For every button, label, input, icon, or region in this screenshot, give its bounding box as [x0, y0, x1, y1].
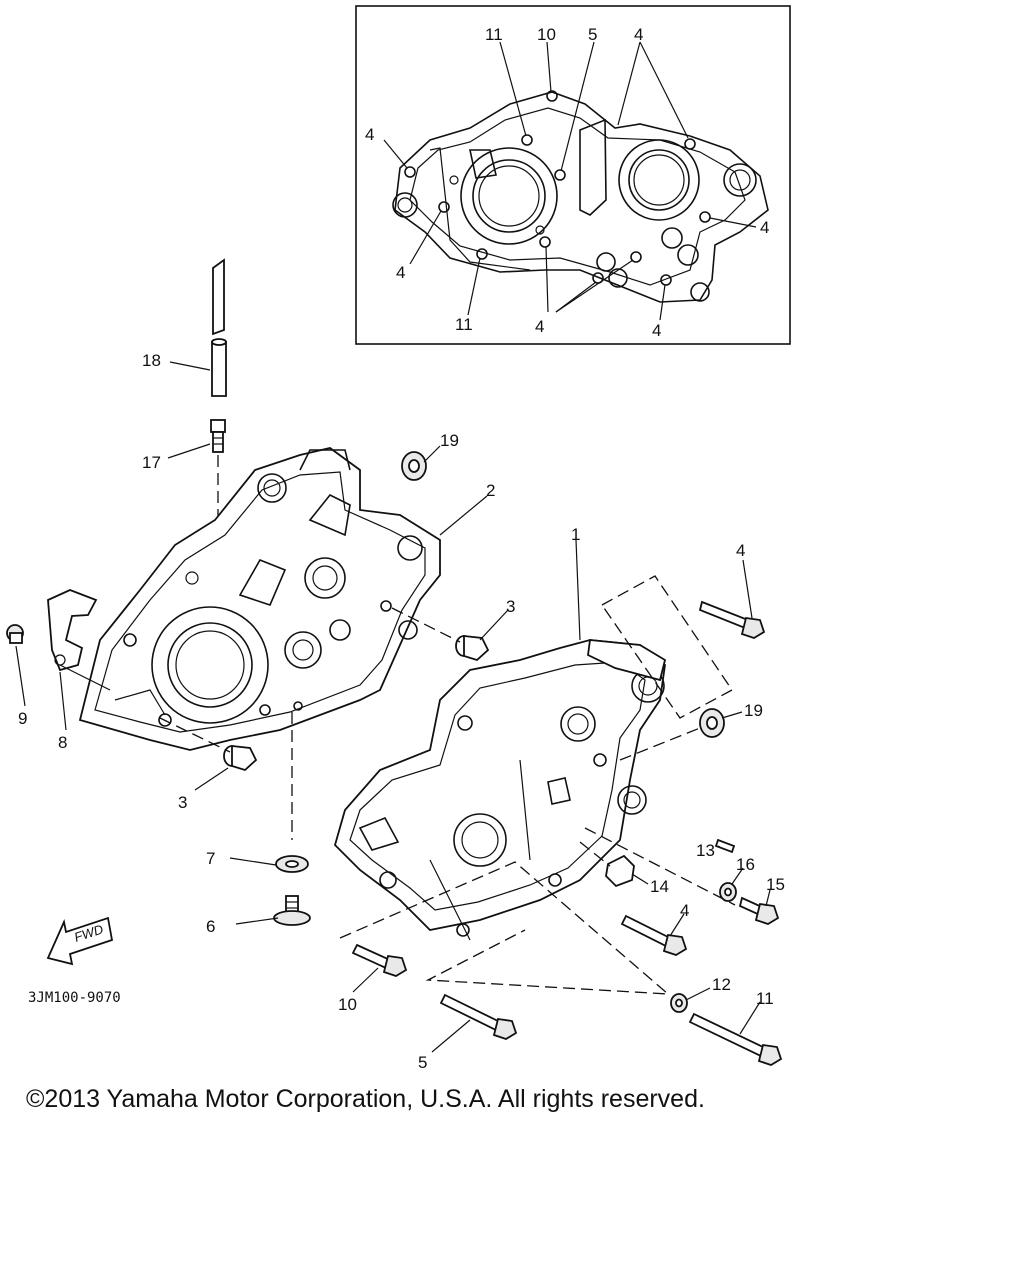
inset-callout-11-top: 11: [485, 25, 503, 44]
right-crankcase-half: [333, 639, 736, 941]
inset-callout-4-left: 4: [365, 125, 374, 144]
inset-callout-5: 5: [588, 25, 597, 44]
part-washer-16: [719, 882, 737, 902]
part-bolt-10: [351, 943, 408, 977]
callout-1: 1: [571, 525, 580, 544]
leader-lines: [15, 361, 771, 1053]
inset-callout-4-bottom: 4: [535, 317, 544, 336]
callout-3-upper: 3: [506, 597, 515, 616]
left-crankcase-half: [78, 447, 441, 840]
callout-8: 8: [58, 733, 67, 752]
diagram-code: 3JM100-9070: [28, 990, 121, 1006]
inset-callout-11-bottom: 11: [455, 315, 473, 334]
callout-2: 2: [486, 481, 495, 500]
callout-19-lower: 19: [744, 701, 763, 720]
part-bolt-5: [439, 993, 518, 1040]
callout-17: 17: [142, 453, 161, 472]
part-washer-7: [275, 855, 309, 873]
part-bolt-11: [688, 1012, 783, 1066]
inset-callout-4-right: 4: [760, 218, 769, 237]
part-damper-14: [579, 841, 635, 888]
guide-frame-upper: [601, 575, 733, 719]
callout-7: 7: [206, 849, 215, 868]
part-washer-12: [670, 993, 688, 1013]
part-pin-13: [714, 838, 736, 854]
callout-6: 6: [206, 917, 215, 936]
callout-4-upper: 4: [736, 541, 745, 560]
inset-callout-4-top: 4: [634, 25, 643, 44]
part-drain-plug: [273, 895, 311, 926]
callout-13: 13: [696, 841, 715, 860]
callout-10: 10: [338, 995, 357, 1014]
callout-16: 16: [736, 855, 755, 874]
inset-callout-4-lower-left: 4: [396, 263, 405, 282]
part-dowel-upper: [391, 607, 490, 662]
part-pipe: [211, 258, 227, 397]
callout-3-lower: 3: [178, 793, 187, 812]
part-bolt-4-upper: [698, 600, 766, 639]
callout-12: 12: [712, 975, 731, 994]
inset-crankcase-view: 11 10 5 4 4 4 4 11 4 4: [355, 5, 791, 345]
part-small-bolt: [6, 624, 24, 644]
callout-14: 14: [650, 877, 669, 896]
part-bolt-4-lower: [620, 914, 688, 956]
copyright-notice: ©2013 Yamaha Motor Corporation, U.S.A. A…: [26, 1085, 705, 1113]
part-seal-upper: [401, 451, 427, 481]
part-seal-lower: [699, 708, 725, 738]
fwd-arrow-icon: FWD: [46, 916, 114, 966]
callout-11: 11: [756, 989, 774, 1008]
part-bracket: [47, 589, 111, 691]
callout-5: 5: [418, 1053, 427, 1072]
guide-frame-lower: [339, 861, 670, 995]
callout-19-upper: 19: [440, 431, 459, 450]
callout-4-lower: 4: [680, 901, 689, 920]
inset-callout-10: 10: [537, 25, 556, 44]
part-bolt-15: [738, 896, 780, 925]
callout-9: 9: [18, 709, 27, 728]
part-dowel-left: [159, 717, 258, 772]
callout-18: 18: [142, 351, 161, 370]
part-nipple-fitting: [210, 419, 226, 560]
inset-callout-4-bottom-right: 4: [652, 321, 661, 340]
callout-15: 15: [766, 875, 785, 894]
